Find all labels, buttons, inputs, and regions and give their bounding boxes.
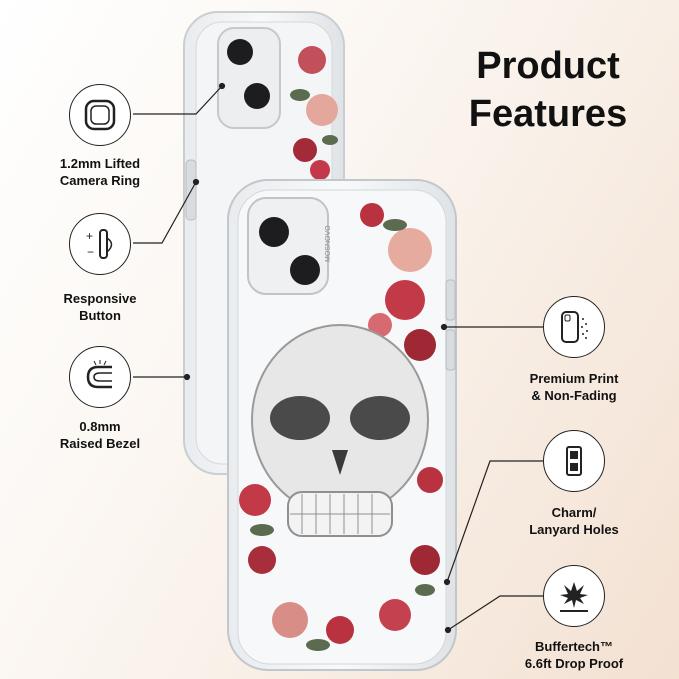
bezel-icon xyxy=(69,346,131,408)
feature-premium-print-label: Premium Print& Non-Fading xyxy=(529,371,619,403)
front-lens-1 xyxy=(259,217,289,247)
impact-icon xyxy=(543,565,605,627)
back-lens-1 xyxy=(227,39,253,65)
camera-ring-icon xyxy=(69,84,131,146)
feature-lanyard-holes-label: Charm/Lanyard Holes xyxy=(529,505,619,537)
print-icon xyxy=(543,296,605,358)
front-lens-2 xyxy=(290,255,320,285)
heading-line-1: Product xyxy=(476,45,620,87)
heading-line-2: Features xyxy=(468,93,628,135)
skull-artwork xyxy=(251,324,429,537)
svg-text:−: − xyxy=(87,245,94,259)
svg-text:+: + xyxy=(86,229,93,243)
back-lens-2 xyxy=(244,83,270,109)
button-icon: +− xyxy=(69,213,131,275)
case-brand-text: MOSNOVO xyxy=(325,225,332,262)
product-features-heading: Product Features xyxy=(448,42,648,138)
lanyard-icon xyxy=(543,430,605,492)
front-phone-case: MOSNOVO xyxy=(227,179,457,671)
